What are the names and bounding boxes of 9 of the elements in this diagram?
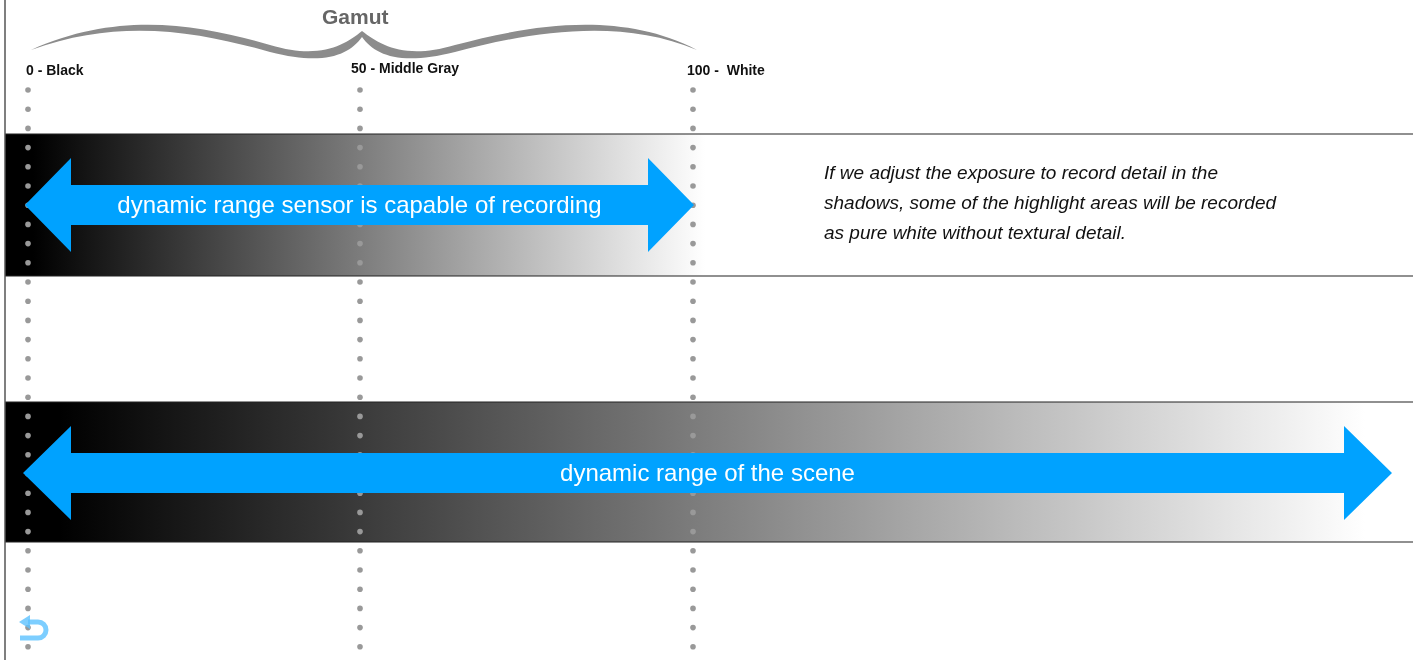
arrow-label: dynamic range of the scene xyxy=(559,459,856,487)
scale-label: 50 - Middle Gray xyxy=(351,60,460,76)
scale-label: 100 - White xyxy=(687,62,765,78)
double-arrow xyxy=(23,426,1392,520)
arrow-label: dynamic range sensor is capable of recording xyxy=(116,191,603,219)
brace-label: Gamut xyxy=(322,5,389,29)
note-text: If we adjust the exposure to record detail in the shadows, some of the highlight areas will be recorded as pure white without textural detail. xyxy=(824,161,1278,245)
double-arrow xyxy=(25,158,694,252)
scale-label: 0 - Black xyxy=(26,62,84,78)
